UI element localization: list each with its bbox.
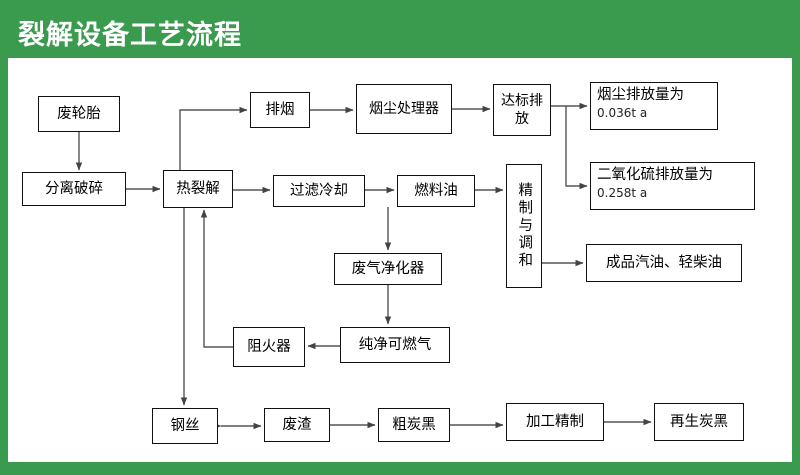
- page-title: 裂解设备工艺流程: [18, 20, 242, 51]
- node-flame-arrester[interactable]: 阻火器: [233, 327, 305, 367]
- node-fuel-oil[interactable]: 燃料油: [397, 175, 475, 207]
- node-pyrolysis[interactable]: 热裂解: [163, 170, 233, 208]
- node-crude-black[interactable]: 粗炭黑: [378, 408, 450, 442]
- node-steel-wire[interactable]: 钢丝: [152, 408, 218, 444]
- node-waste-slag[interactable]: 废渣: [264, 408, 330, 442]
- dust-emission-label: 烟尘排放量为: [597, 87, 684, 103]
- node-waste-tire[interactable]: 废轮胎: [38, 96, 120, 132]
- edge-standard-to-so2-emission: [565, 106, 588, 190]
- so2-emission-label: 二氧化硫排放量为: [597, 167, 713, 183]
- node-clean-gas[interactable]: 纯净可燃气: [340, 327, 450, 363]
- node-recycled-black[interactable]: 再生炭黑: [654, 403, 744, 441]
- node-filter-cool[interactable]: 过滤冷却: [273, 175, 365, 207]
- dust-emission-value: 0.036t a: [597, 106, 648, 121]
- page-header: 裂解设备工艺流程: [0, 0, 800, 58]
- edge-arrester-to-pyrolysis: [200, 209, 233, 348]
- edge-pyrolysis-to-smoke: [179, 106, 248, 170]
- node-dust-treater[interactable]: 烟尘处理器: [356, 84, 452, 134]
- node-finished-oils[interactable]: 成品汽油、轻柴油: [586, 244, 742, 282]
- node-exhaust-smoke[interactable]: 排烟: [250, 92, 310, 128]
- node-refine-blend[interactable]: 精制与调和: [506, 164, 542, 288]
- node-standard-emission[interactable]: 达标排放: [493, 84, 551, 136]
- node-dust-emission[interactable]: 烟尘排放量为 0.036t a: [590, 82, 718, 130]
- node-separate-crush[interactable]: 分离破碎: [22, 172, 126, 206]
- so2-emission-value: 0.258t a: [597, 186, 648, 201]
- node-so2-emission[interactable]: 二氧化硫排放量为 0.258t a: [590, 162, 755, 210]
- diagram-canvas: 废轮胎 分离破碎 热裂解 排烟 烟尘处理器 达标排放 烟尘排放量为 0.036t…: [8, 58, 792, 462]
- node-gas-purifier[interactable]: 废气净化器: [334, 253, 442, 285]
- node-process-refine[interactable]: 加工精制: [506, 403, 604, 441]
